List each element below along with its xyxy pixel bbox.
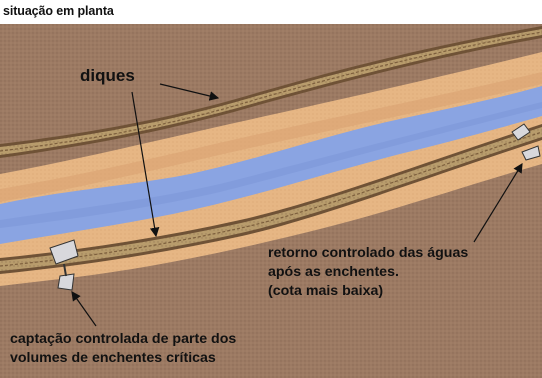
intake-line-2: volumes de enchentes críticas: [10, 350, 216, 366]
intake-label: captação controlada de parte dos volumes…: [10, 330, 236, 368]
upper-dike: [0, 26, 542, 158]
intake-gate-icon: [49, 239, 79, 291]
arrow-to-intake-gate: [71, 291, 97, 327]
arrow-to-lower-dike: [131, 91, 160, 238]
return-flow-line-1: retorno controlado das águas: [268, 245, 469, 261]
return-gate-icon: [511, 123, 541, 161]
plan-view-diagram: [0, 24, 542, 378]
arrow-to-upper-dike: [159, 83, 220, 101]
intake-line-1: captação controlada de parte dos: [10, 331, 237, 347]
arrow-to-return-gate: [473, 162, 523, 243]
river-shade: [0, 102, 542, 228]
dikes-label: diques: [80, 66, 135, 85]
return-flow-line-2: após as enchentes.: [268, 264, 399, 280]
figure-title: situação em planta: [3, 4, 114, 18]
return-flow-label: retorno controlado das águas após as enc…: [268, 244, 468, 301]
floodplain-fringe: [0, 72, 542, 202]
return-flow-line-3: (cota mais baixa): [268, 283, 384, 299]
